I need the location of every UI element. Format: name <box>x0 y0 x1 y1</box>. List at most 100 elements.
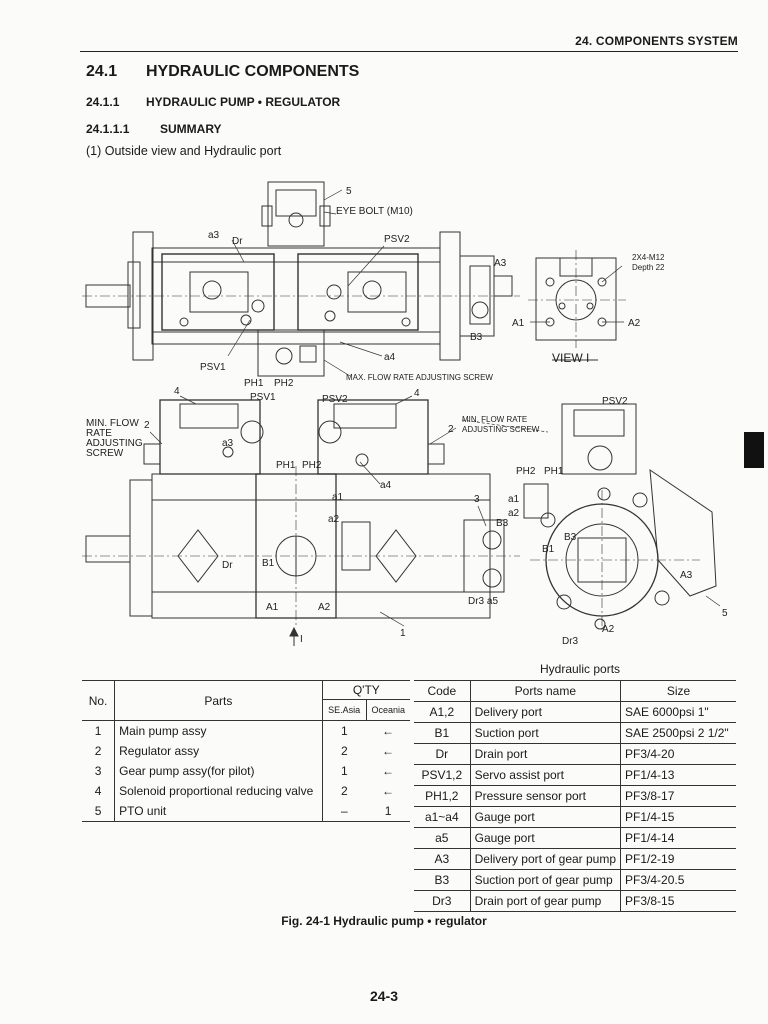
label-psv2-mid: PSV2 <box>322 394 348 405</box>
parts-row-name: Gear pump assy(for pilot) <box>114 761 323 781</box>
ports-row-code: B1 <box>414 722 471 744</box>
parts-row-no: 5 <box>82 801 116 822</box>
label-ph1: PH1 <box>244 378 264 389</box>
section-title: HYDRAULIC COMPONENTS <box>146 63 360 80</box>
ports-row-size: PF3/4-20 <box>625 747 675 761</box>
parts-row-se-asia: 2 <box>341 784 348 798</box>
section-number: 24.1 <box>86 63 118 80</box>
parts-header-se-asia: SE.Asia <box>322 699 367 721</box>
ports-row-name: Delivery port of gear pump <box>470 848 622 870</box>
ports-row-name: Drain port <box>470 743 622 765</box>
subsubsection-title: SUMMARY <box>160 122 222 136</box>
ports-row-code: a5 <box>414 827 471 849</box>
parts-row: 2 Regulator assy 2 ← <box>82 741 410 761</box>
ports-row: A3 Delivery port of gear pump PF1/2-19 <box>414 848 736 870</box>
ports-row-size: PF3/4-20.5 <box>625 873 685 887</box>
ports-row-name: Gauge port <box>470 806 622 828</box>
label-min-flow-4: SCREW <box>86 448 124 459</box>
parts-header-parts: Parts <box>114 680 323 721</box>
label-view-arrow-i: I <box>300 634 303 645</box>
label-a1-mid: a1 <box>332 492 344 503</box>
ports-row-code: PSV1,2 <box>414 764 471 786</box>
ports-row-size: PF1/4-13 <box>625 768 675 782</box>
ports-row: B3 Suction port of gear pump PF3/4-20.5 <box>414 869 736 891</box>
label-a2-view: A2 <box>628 318 641 329</box>
label-a4-mid: a4 <box>380 480 392 491</box>
subsection-title: HYDRAULIC PUMP • REGULATOR <box>146 95 341 109</box>
label-b3-right: B3 <box>564 532 577 543</box>
label-min-flow-1: MIN. FLOW <box>86 418 139 429</box>
label-ph2-mid: PH2 <box>302 460 322 471</box>
label-a2-right-bottom: A2 <box>602 624 615 635</box>
label-5-top: 5 <box>346 186 352 197</box>
parts-row-se-asia: 1 <box>341 764 348 778</box>
parts-row-oceania: ← <box>382 764 395 778</box>
label-b3-top: B3 <box>470 332 483 343</box>
ports-row: A1,2 Delivery port SAE 6000psi 1" <box>414 701 736 723</box>
parts-header-oceania: Oceania <box>366 699 410 721</box>
ports-row-code: PH1,2 <box>414 785 471 807</box>
parts-row-oceania: 1 <box>384 804 392 818</box>
label-dr3-a5: Dr3 a5 <box>468 596 498 607</box>
parts-row-no: 2 <box>82 741 116 761</box>
header-rule <box>80 51 738 52</box>
ports-row: B1 Suction port SAE 2500psi 2 1/2" <box>414 722 736 744</box>
parts-row-name: Solenoid proportional reducing valve <box>114 781 323 801</box>
label-psv1-mid: PSV1 <box>250 392 276 403</box>
label-4-left: 4 <box>174 386 180 397</box>
ports-row-size: PF1/4-14 <box>625 831 675 845</box>
parts-row-se-asia: 2 <box>341 744 348 758</box>
label-dr3-right: Dr3 <box>562 636 579 647</box>
leader-lines <box>149 189 721 627</box>
label-b3-mid: B3 <box>496 518 509 529</box>
label-psv2-top: PSV2 <box>384 234 410 245</box>
label-b1-right: B1 <box>542 544 555 555</box>
ports-row-name: Suction port of gear pump <box>470 869 622 891</box>
label-4-right: 4 <box>414 388 420 399</box>
ports-row: Dr Drain port PF3/4-20 <box>414 743 736 765</box>
pump-technical-drawing: 5 EYE BOLT (M10) a3 Dr PSV2 A3 2X4-M12 D… <box>82 181 728 647</box>
label-a1-right: a1 <box>508 494 520 505</box>
label-a3-top: a3 <box>208 230 220 241</box>
chapter-side-tab <box>744 432 764 468</box>
label-psv1: PSV1 <box>200 362 226 373</box>
label-ph2-right: PH2 <box>516 466 536 477</box>
label-a1-bottom: A1 <box>266 602 279 613</box>
label-dr-mid: Dr <box>222 560 233 571</box>
label-min-flow-r2: ADJUSTING SCREW <box>462 425 540 434</box>
ports-header-code: Code <box>414 680 471 702</box>
ports-row-size: PF1/2-19 <box>625 852 675 866</box>
label-psv2-right: PSV2 <box>602 396 628 407</box>
label-eye-bolt: EYE BOLT (M10) <box>336 206 413 217</box>
ports-row-code: a1~a4 <box>414 806 471 828</box>
ports-row-code: Dr3 <box>414 890 471 912</box>
ports-table-title: Hydraulic ports <box>540 662 621 676</box>
label-min-flow-3: ADJUSTING <box>86 438 143 449</box>
label-a4: a4 <box>384 352 396 363</box>
label-bolt-depth: Depth 22 <box>632 263 665 272</box>
parts-row-se-asia: – <box>341 804 348 818</box>
parts-row-oceania: ← <box>382 724 395 738</box>
label-max-flow: MAX. FLOW RATE ADJUSTING SCREW <box>346 373 493 382</box>
ports-row-name: Suction port <box>470 722 622 744</box>
label-a2-bottom: A2 <box>318 602 331 613</box>
ports-row-size: PF1/4-15 <box>625 810 675 824</box>
parts-row-name: PTO unit <box>114 801 323 822</box>
parts-row-se-asia: 1 <box>341 724 348 738</box>
parts-row: 1 Main pump assy 1 ← <box>82 720 410 741</box>
parts-header-qty: Q'TY <box>352 683 380 697</box>
label-dr-top: Dr <box>232 236 243 247</box>
page-number: 24-3 <box>369 988 399 1004</box>
parts-row-no: 1 <box>82 720 116 741</box>
label-a1-view: A1 <box>512 318 525 329</box>
ports-row: PSV1,2 Servo assist port PF1/4-13 <box>414 764 736 786</box>
view-i-flange <box>528 250 626 361</box>
label-b1-mid: B1 <box>262 558 275 569</box>
label-bolt-spec: 2X4-M12 <box>632 253 665 262</box>
parts-row-name: Main pump assy <box>114 720 323 741</box>
label-5-right: 5 <box>722 608 728 619</box>
ports-row: a1~a4 Gauge port PF1/4-15 <box>414 806 736 828</box>
side-view-pump <box>82 466 520 646</box>
label-1: 1 <box>400 628 406 639</box>
label-a3-gear: A3 <box>494 258 507 269</box>
